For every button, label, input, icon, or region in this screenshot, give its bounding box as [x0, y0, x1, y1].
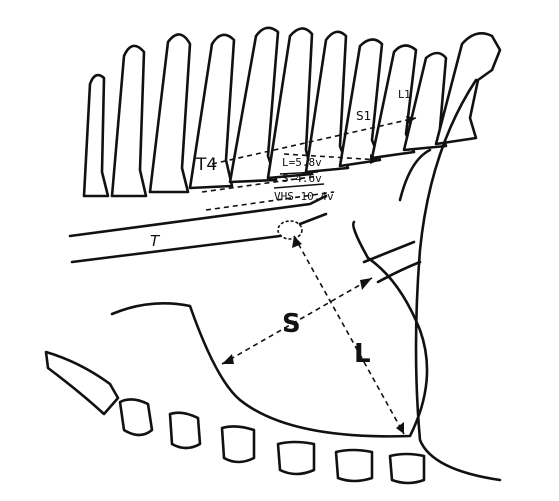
carina	[278, 221, 302, 239]
label-l-measure: L=5.8v	[282, 156, 322, 169]
long-axis-line	[294, 236, 404, 434]
vena-cava-line	[364, 242, 414, 262]
label-l1: L1	[398, 88, 411, 101]
label-vhs-measure: VHS-10.4v	[274, 190, 334, 203]
label-long-axis: L	[354, 339, 371, 369]
vertebra-11	[436, 33, 500, 144]
label-short-axis: S	[282, 309, 301, 339]
trachea-lower-wall	[72, 236, 280, 262]
bronchus-line	[300, 214, 326, 224]
label-s1: S1	[356, 109, 371, 123]
short-axis-arrow-right	[360, 278, 372, 290]
vertebra-1	[84, 75, 108, 196]
sternebra-4	[222, 426, 254, 462]
caudal-thorax-line	[400, 150, 430, 200]
long-axis-arrow-bottom	[396, 422, 404, 434]
label-t4: T4	[195, 155, 217, 175]
sternebra-1	[46, 352, 118, 414]
heart-silhouette	[112, 222, 427, 436]
sternebrae	[46, 352, 424, 483]
vertebra-3	[150, 34, 190, 192]
sternebra-2	[120, 399, 152, 435]
vertebra-2	[112, 46, 146, 196]
sternebra-5	[278, 442, 314, 474]
label-trachea: T	[150, 232, 161, 250]
sternebra-3	[170, 413, 200, 448]
sternebra-7	[390, 454, 424, 483]
short-axis-arrow-left	[222, 354, 234, 364]
label-s-measure: S-4.6v	[282, 172, 322, 185]
vertebrae-spinous-processes	[84, 28, 500, 196]
sternebra-6	[336, 450, 372, 481]
heart-outline	[112, 222, 427, 436]
trachea	[70, 196, 326, 262]
